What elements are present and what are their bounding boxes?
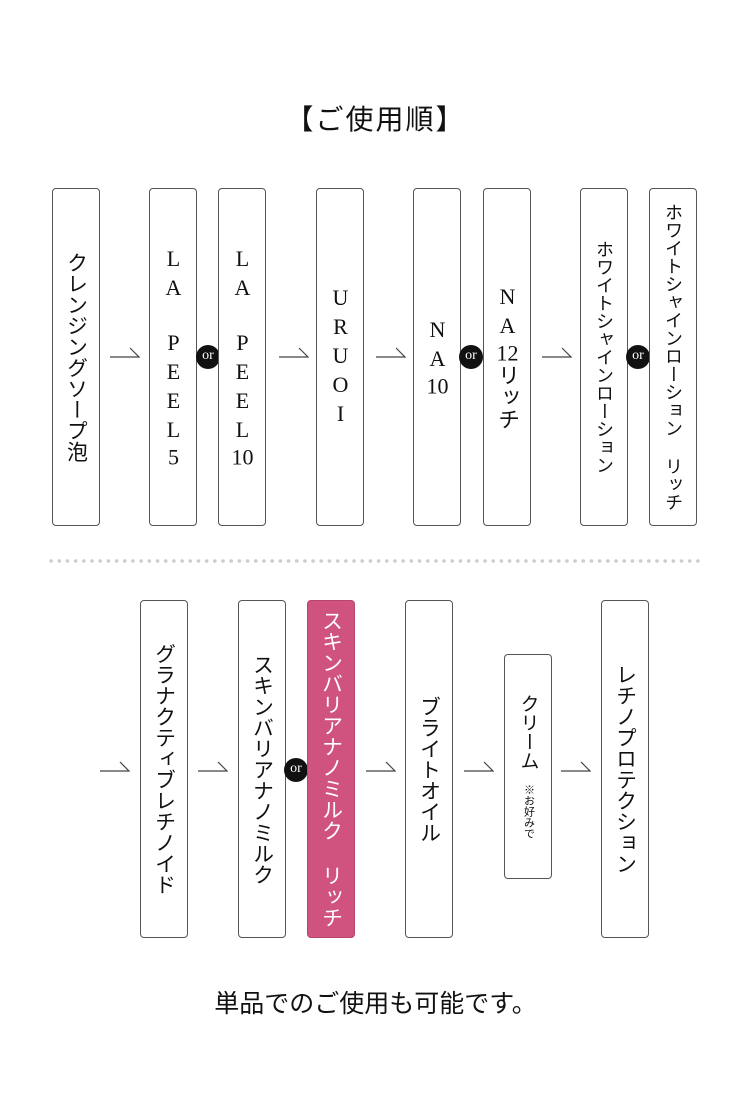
or-badge: or: [626, 345, 650, 369]
or-badge: or: [459, 345, 483, 369]
step-label: LA PEEL5: [161, 246, 186, 468]
step-retino-protection: レチノプロテクション: [601, 600, 649, 938]
step-skin-barrier-nano-milk-rich: スキンバリアナノミルク リッチ: [307, 600, 355, 938]
step-label: スキンバリアナノミルク リッチ: [319, 610, 344, 928]
step-label: ホワイトシャインローション: [594, 240, 614, 474]
step-label: レチノプロテクション: [613, 664, 638, 874]
step-label: スキンバリアナノミルク: [250, 653, 275, 885]
or-badge: or: [284, 758, 308, 782]
step-label: NA10: [425, 317, 450, 397]
dotted-divider: [47, 559, 703, 563]
footer-note: 単品でのご使用も可能です。: [214, 989, 537, 1018]
step-cleansing-soap-foam: クレンジングソープ泡: [52, 188, 100, 526]
arrow-icon: [561, 761, 591, 772]
arrow-icon: [110, 347, 140, 358]
step-bright-oil: ブライトオイル: [405, 600, 453, 938]
arrow-icon: [198, 761, 228, 772]
step-label: クリーム: [517, 694, 539, 770]
arrow-icon: [376, 347, 406, 358]
arrow-icon: [279, 347, 309, 358]
step-cream: クリーム ※お好みで: [504, 654, 552, 879]
step-white-shine-lotion: ホワイトシャインローション: [580, 188, 628, 526]
step-label: LA PEEL10: [230, 246, 255, 468]
step-granactive-retinoid: グラナクティブレチノイド: [140, 600, 188, 938]
arrow-icon: [464, 761, 494, 772]
arrow-icon: [542, 347, 572, 358]
step-skin-barrier-nano-milk: スキンバリアナノミルク: [238, 600, 286, 938]
arrow-icon: [100, 761, 130, 772]
step-na-10: NA10: [413, 188, 461, 526]
step-label: グラナクティブレチノイド: [152, 643, 177, 895]
step-label: ブライトオイル: [417, 695, 442, 843]
arrow-icon: [366, 761, 396, 772]
or-badge: or: [196, 345, 220, 369]
step-la-peel-5: LA PEEL5: [149, 188, 197, 526]
step-label: クレンジングソープ泡: [64, 252, 89, 462]
step-white-shine-lotion-rich: ホワイトシャインローション リッチ: [649, 188, 697, 526]
step-uruoi: URUOI: [316, 188, 364, 526]
step-na-12-rich: NA12リッチ: [483, 188, 531, 526]
page-title: 【ご使用順】: [285, 105, 466, 136]
step-label: URUOI: [328, 284, 353, 430]
step-label: ホワイトシャインローション リッチ: [663, 203, 683, 511]
optional-note: ※お好みで: [522, 784, 535, 839]
step-la-peel-10: LA PEEL10: [218, 188, 266, 526]
step-label: NA12リッチ: [495, 284, 520, 430]
